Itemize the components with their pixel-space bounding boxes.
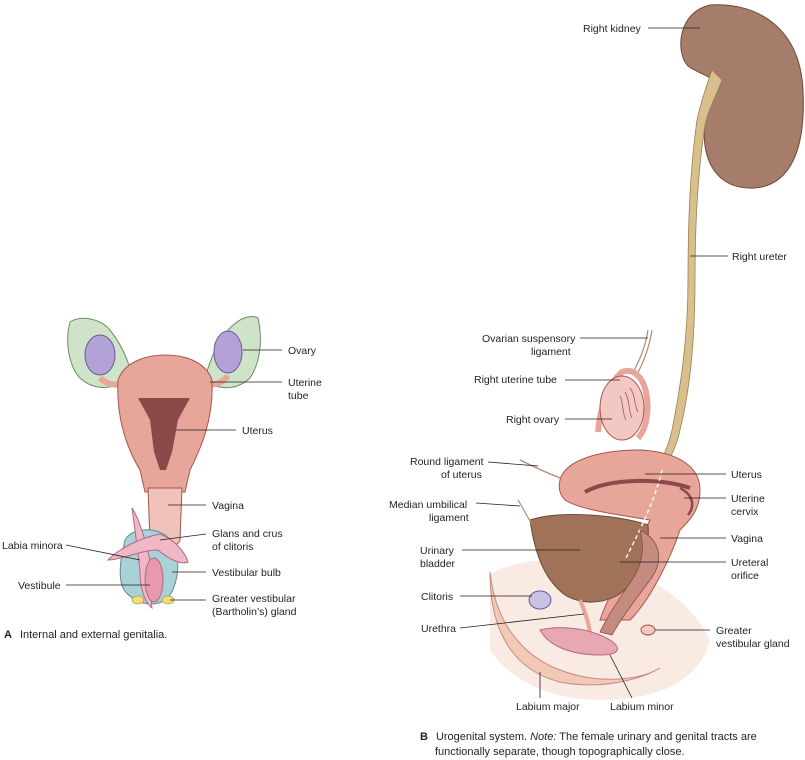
label-median-umbilical-line1: Median umbilical xyxy=(389,499,467,511)
uterine-cavity-b xyxy=(584,478,691,494)
label-urinary-bladder-line1: Urinary xyxy=(420,545,455,557)
label-glans-line1: Glans and crus xyxy=(212,528,283,540)
right-ovary-b xyxy=(599,375,645,441)
label-gvg-a-line1: Greater vestibular xyxy=(212,593,296,605)
panel-b-letter: B xyxy=(420,731,428,743)
labium-minor xyxy=(539,627,618,656)
label-glans-line2: of clitoris xyxy=(212,541,253,553)
label-labium-major: Labium major xyxy=(516,701,580,713)
uterine-cavity-a xyxy=(138,398,190,470)
panel-a-caption-text: Internal and external genitalia. xyxy=(19,629,168,641)
panel-b-caption-line2: functionally separate, though topographi… xyxy=(435,746,685,758)
label-labium-minor: Labium minor xyxy=(610,701,674,713)
label-right-ovary: Right ovary xyxy=(506,414,560,426)
label-ovarian-suspensory-line2: ligament xyxy=(531,346,571,358)
label-gvg-a-line2: (Bartholin’s) gland xyxy=(212,606,297,618)
left-greater-vestibular-gland xyxy=(131,595,145,605)
uterine-cervix xyxy=(679,486,694,516)
panel-b-leaders xyxy=(459,27,728,699)
label-vestibular-bulb: Vestibular bulb xyxy=(212,567,281,579)
panel-b-caption-start: Urogenital system. xyxy=(435,731,528,743)
label-vagina-a: Vagina xyxy=(212,500,244,512)
labium-major xyxy=(489,571,661,686)
label-right-kidney: Right kidney xyxy=(583,23,642,35)
vestibule-a xyxy=(144,557,164,603)
label-median-umbilical-line2: ligament xyxy=(429,512,469,524)
median-umbilical-ligament xyxy=(517,499,533,525)
panel-b-labels: Right kidney Right ureter Ovarian suspen… xyxy=(389,23,790,713)
label-uterine-tube-line2: tube xyxy=(288,390,309,402)
caption-panel-b: B Urogenital system. Note: The female uri… xyxy=(420,730,800,760)
label-uterus-a: Uterus xyxy=(242,425,273,437)
label-uterine-cervix-line1: Uterine xyxy=(731,493,765,505)
label-vagina-b: Vagina xyxy=(731,533,763,545)
label-gvg-b-line1: Greater xyxy=(716,625,752,637)
uterus-b xyxy=(558,449,701,621)
panel-b-caption-rest: The female urinary and genital tracts ar… xyxy=(559,731,757,743)
label-vestibule: Vestibule xyxy=(18,580,61,592)
fimbriae-b xyxy=(619,387,639,421)
vagina-b xyxy=(599,529,659,636)
right-ovary-a xyxy=(213,330,243,374)
label-uterine-tube-line1: Uterine xyxy=(288,377,322,389)
ovarian-suspensory-ligament-2 xyxy=(635,329,653,377)
label-right-uterine-tube: Right uterine tube xyxy=(474,374,557,386)
label-right-ureter: Right ureter xyxy=(732,251,787,263)
panel-a-labels: Ovary Uterine tube Uterus Vagina Glans a… xyxy=(2,345,322,618)
label-urethra-b: Urethra xyxy=(421,623,456,635)
panel-b-illustration xyxy=(489,4,804,700)
label-ovarian-suspensory-line1: Ovarian suspensory xyxy=(482,333,576,345)
caption-panel-a: A Internal and external genitalia. xyxy=(4,628,167,643)
right-kidney xyxy=(680,4,804,189)
label-ovary: Ovary xyxy=(288,345,317,357)
ureteral-dashed-course xyxy=(624,469,663,561)
label-urinary-bladder-line2: bladder xyxy=(420,558,456,570)
left-ovary xyxy=(84,334,116,376)
label-gvg-b-line2: vestibular gland xyxy=(716,638,790,650)
label-round-ligament-line1: Round ligament xyxy=(410,456,484,468)
label-round-ligament-line2: of uterus xyxy=(441,469,482,481)
label-uterus-b: Uterus xyxy=(731,469,762,481)
panel-b-caption-note: Note: xyxy=(530,731,557,743)
panel-a-leaders xyxy=(65,349,282,601)
label-ureteral-orifice-line2: orifice xyxy=(731,570,759,582)
panel-a-letter: A xyxy=(4,629,12,641)
label-labia-minora: Labia minora xyxy=(2,540,63,552)
greater-vestibular-gland-b xyxy=(640,624,656,636)
urethra-b xyxy=(578,599,592,633)
label-clitoris-b: Clitoris xyxy=(421,591,453,603)
clitoris-b xyxy=(528,590,552,610)
clitoris-crus-a xyxy=(106,533,189,564)
label-uterine-cervix-line2: cervix xyxy=(731,506,759,518)
label-ureteral-orifice-line1: Ureteral xyxy=(731,557,768,569)
urinary-bladder xyxy=(529,514,649,603)
round-ligament xyxy=(519,459,561,479)
panel-a-illustration xyxy=(67,315,261,610)
